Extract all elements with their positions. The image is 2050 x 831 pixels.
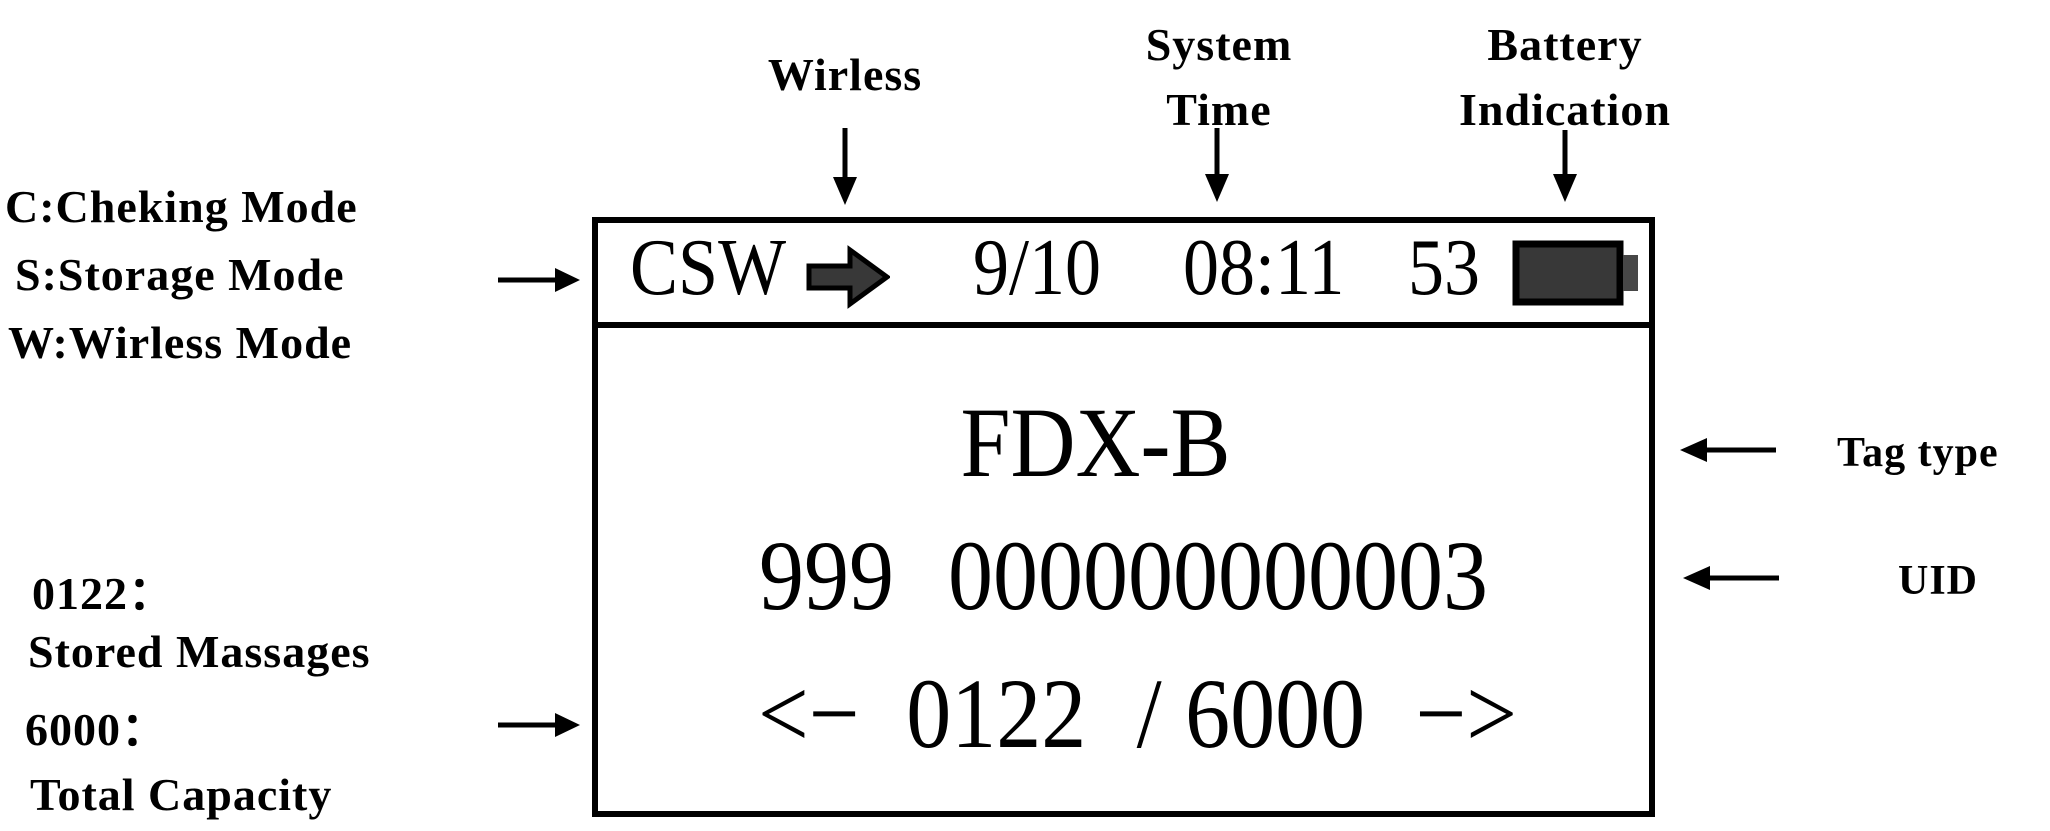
system-time-line2: Time (1166, 84, 1272, 135)
nav-next-arrow: −> (1415, 658, 1518, 769)
uid-left-arrow-icon (1683, 562, 1779, 594)
lcd-status-bar: CSW 9/10 08:11 53 (598, 223, 1649, 328)
system-time-value: 08:11 (1183, 224, 1345, 312)
battery-indication-line1: Battery (1487, 19, 1643, 70)
battery-icon (1512, 240, 1640, 306)
uid-number: 000000000003 (948, 520, 1488, 631)
uid-callout-label: UID (1898, 558, 1979, 604)
storage-legend-stored-count: 0122： (32, 568, 175, 619)
record-nav-line: <−0122/6000−> (677, 664, 1598, 764)
total-capacity-value: 6000 (1185, 658, 1366, 769)
wireless-block-arrow-icon (806, 245, 890, 309)
nav-separator: / (1136, 658, 1162, 769)
storage-legend-capacity-label: Total Capacity (30, 769, 333, 820)
storage-legend-right-arrow-icon (498, 709, 580, 741)
battery-percent-value: 53 (1408, 224, 1480, 312)
tag-type-value: FDX-B (960, 387, 1231, 498)
battery-indication-line2: Indication (1459, 84, 1671, 135)
uid-country-code: 999 (759, 520, 894, 631)
stored-count-value: 0122 (906, 658, 1087, 769)
system-time-down-arrow-icon (1204, 128, 1230, 202)
system-time-line1: System (1145, 19, 1293, 70)
mode-legend-line-wireless: W:Wirless Mode (8, 317, 353, 368)
mode-legend-line-checking: C:Cheking Mode (5, 181, 358, 232)
mode-legend-right-arrow-icon (498, 264, 580, 296)
battery-indication-callout-label: Battery Indication (1459, 12, 1671, 142)
storage-legend-capacity-count: 6000： (25, 704, 168, 755)
storage-legend-stored-label: Stored Massages (28, 626, 371, 677)
tag-type-callout-label: Tag type (1837, 430, 1999, 476)
system-date-value: 9/10 (973, 224, 1102, 312)
system-time-callout-label: System Time (1146, 12, 1293, 142)
tag-type-left-arrow-icon (1680, 434, 1776, 466)
mode-legend-line-storage: S:Storage Mode (15, 249, 345, 300)
wireless-down-arrow-icon (832, 128, 858, 205)
mode-indicator: CSW (630, 224, 787, 312)
nav-prev-arrow: <− (757, 658, 860, 769)
battery-down-arrow-icon (1552, 130, 1578, 202)
wireless-callout-label: Wirless (767, 49, 923, 100)
